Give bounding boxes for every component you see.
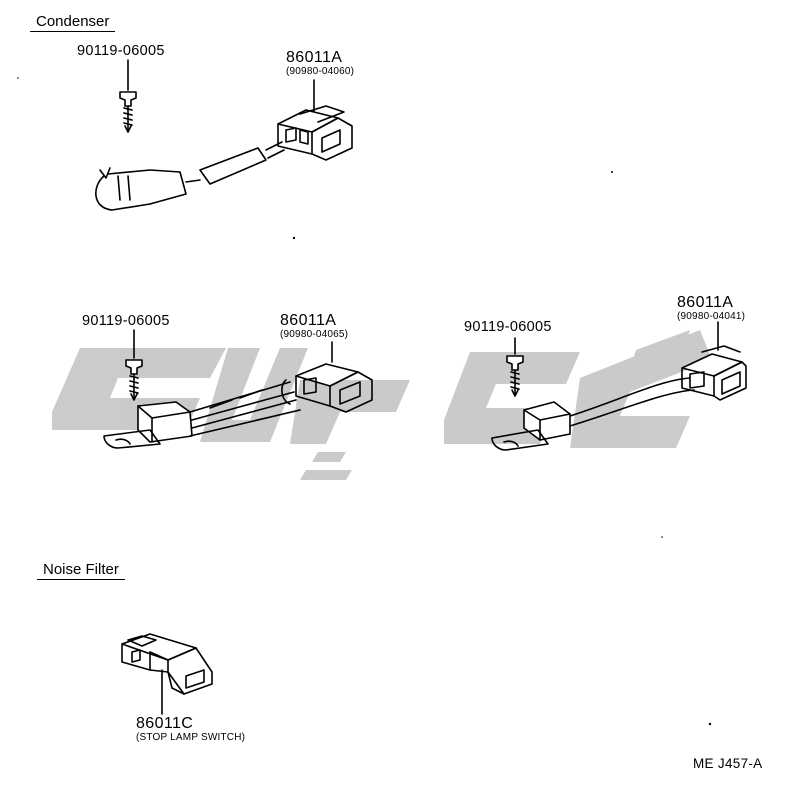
c3-screw-icon — [506, 337, 524, 397]
c3-condenser-icon — [491, 377, 695, 451]
c2-connector-icon — [281, 341, 373, 413]
scan-specks — [17, 77, 712, 726]
c3-screw-part-number: 90119-06005 — [464, 319, 552, 335]
c3-connector-icon — [681, 321, 747, 401]
c1-connector-part-number: 86011A — [286, 49, 343, 66]
c1-screw-icon — [119, 59, 137, 133]
c2-connector-part-number: 86011A — [280, 312, 337, 329]
c1-connector-icon — [277, 79, 353, 161]
c1-screw-part-number: 90119-06005 — [77, 43, 165, 59]
c2-screw-icon — [125, 329, 143, 401]
c2-condenser-icon — [103, 381, 301, 449]
diagram-code: ME J457-A — [693, 756, 763, 771]
condenser-heading: Condenser — [30, 13, 116, 32]
nf-connector-part-number: 86011C — [136, 715, 194, 732]
c1-condenser-icon — [95, 141, 285, 211]
c3-connector-part-number: 86011A — [677, 294, 734, 311]
noise-filter-heading: Noise Filter — [37, 561, 125, 580]
nf-connector-sub-number: (STOP LAMP SWITCH) — [136, 732, 246, 743]
nf-connector-icon — [121, 633, 213, 715]
c3-connector-sub-number: (90980-04041) — [677, 311, 746, 322]
c2-screw-part-number: 90119-06005 — [82, 313, 170, 329]
c1-connector-sub-number: (90980-04060) — [286, 66, 355, 77]
c2-connector-sub-number: (90980-04065) — [280, 329, 349, 340]
